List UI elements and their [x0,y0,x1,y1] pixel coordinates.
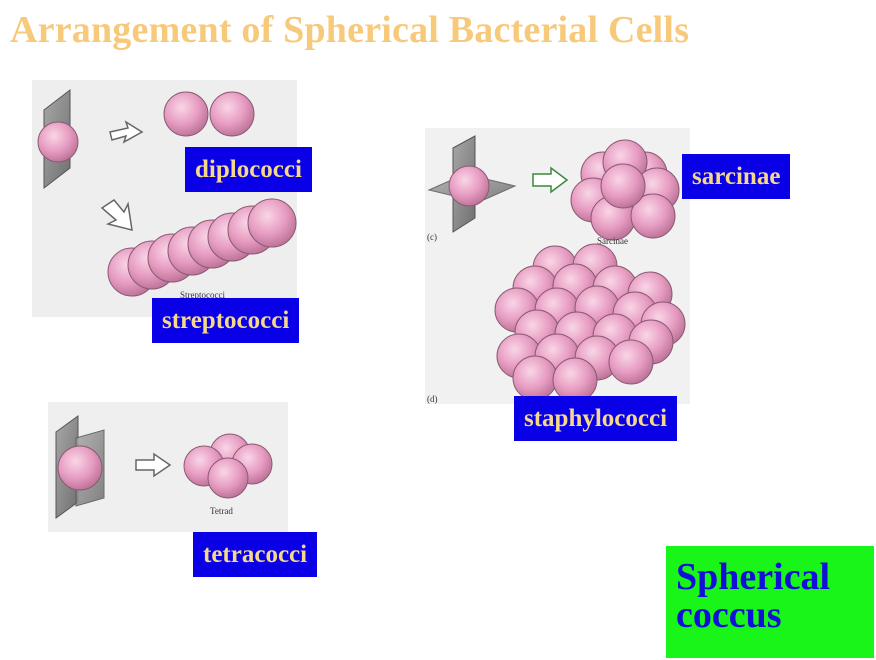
arrow-down-right-icon [100,199,133,232]
arrow-right-icon [109,120,144,144]
label-staphylococci: staphylococci [514,396,678,441]
label-streptococci: streptococci [152,298,300,343]
label-tetracocci: tetracocci [193,532,318,577]
badge-line-1: Spherical [676,556,831,598]
diplo-strepto-figure: Streptococci [32,80,297,317]
tetrad-caption: Tetrad [210,506,233,516]
dividing-cell-icon [57,445,103,491]
coccus-cell [247,198,297,248]
label-sarcinae: sarcinae [682,154,791,199]
coccus-cell [209,91,255,137]
coccus-cell [600,163,646,209]
label-diplococci: diplococci [185,147,312,192]
sarcinae-caption: Sarcinae [597,236,628,246]
coccus-cell [163,91,209,137]
arrow-right-icon [532,166,569,194]
badge-line-2: coccus [676,594,782,636]
diplococci-pair [163,91,255,137]
sarcinae-staphylo-figure: Sarcinae (c) (d) [425,128,690,404]
panel-c-caption: (c) [427,232,437,242]
coccus-cell [512,355,558,401]
spherical-coccus-badge: Spherical coccus [666,546,874,658]
page-title: Arrangement of Spherical Bacterial Cells [10,9,690,51]
coccus-cell [630,193,676,239]
panel-d-caption: (d) [427,394,438,404]
dividing-cell-icon [448,165,490,207]
tetrad-figure: Tetrad [48,402,288,532]
sarcinae-cluster [570,139,680,241]
arrow-right-icon [135,452,172,478]
dividing-cell-icon [37,121,79,163]
streptococci-chain [107,198,297,297]
strepto-caption: Streptococci [180,290,225,300]
coccus-cell [608,339,654,385]
coccus-cell [207,457,249,499]
tetrad-cluster [183,433,273,499]
staphylococci-cluster [494,243,686,403]
